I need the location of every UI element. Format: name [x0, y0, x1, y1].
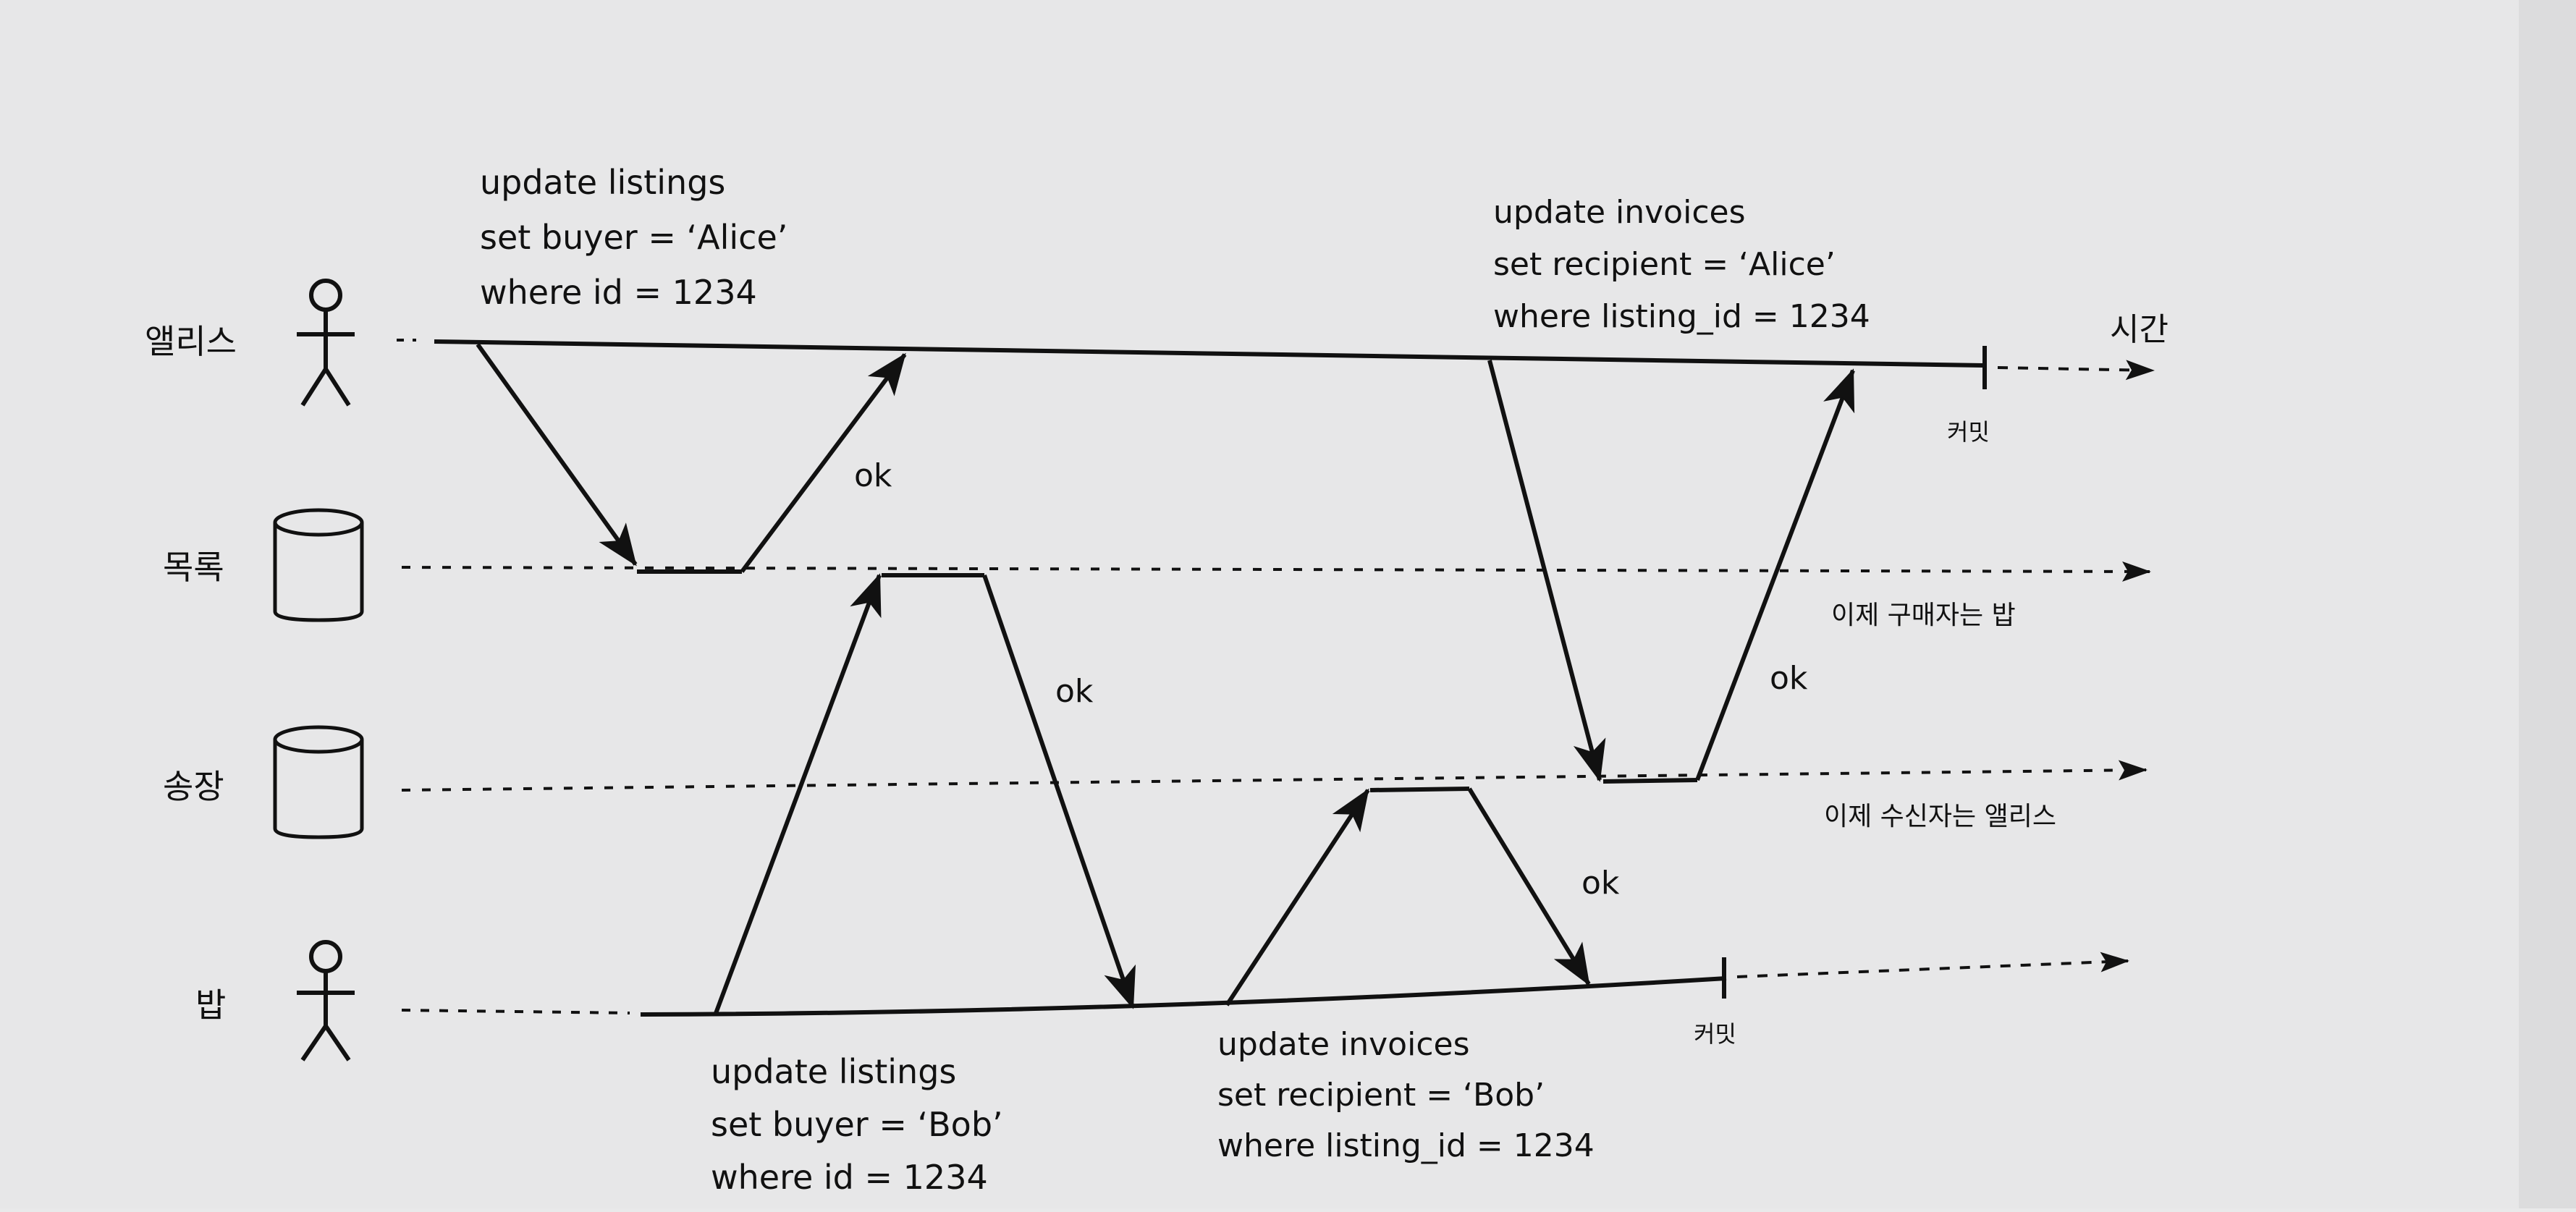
ok-label-alice-invoices: ok [1770, 660, 1808, 697]
query-line: where listing_id = 1234 [1217, 1127, 1595, 1164]
bob-query-invoices: update invoices set recipient = ‘Bob’ wh… [1217, 1026, 1595, 1164]
invoices-note: 이제 수신자는 앨리스 [1824, 802, 2056, 831]
query-line: update invoices [1493, 194, 1746, 231]
ok-label-bob-invoices: ok [1582, 865, 1620, 902]
query-line: where listing_id = 1234 [1493, 298, 1870, 335]
listings-timeline [401, 561, 2151, 582]
query-line: update invoices [1217, 1026, 1470, 1063]
bob-timeline [401, 952, 2129, 1017]
query-line: set recipient = ‘Alice’ [1493, 246, 1836, 283]
bob-listings-exchange [713, 573, 1136, 1017]
actor-label-bob: 밥 [195, 986, 226, 1025]
listings-database-icon [273, 508, 364, 622]
invoices-database-icon [273, 725, 364, 839]
alice-invoices-exchange [1487, 360, 1855, 784]
ok-label-alice-listings: ok [854, 457, 892, 494]
alice-timeline [397, 339, 2155, 389]
query-line: update listings [480, 163, 725, 202]
actor-label-alice: 앨리스 [145, 322, 237, 361]
bob-query-listings: update listings set buyer = ‘Bob’ where … [711, 1052, 1003, 1197]
query-line: where id = 1234 [711, 1158, 988, 1197]
alice-query-listings: update listings set buyer = ‘Alice’ wher… [480, 163, 787, 312]
time-label: 시간 [2110, 311, 2169, 348]
query-line: set recipient = ‘Bob’ [1217, 1077, 1545, 1114]
alice-query-invoices: update invoices set recipient = ‘Alice’ … [1493, 194, 1870, 335]
query-line: update listings [711, 1052, 956, 1091]
query-line: set buyer = ‘Alice’ [480, 218, 787, 257]
alice-commit-label: 커밋 [1947, 418, 1990, 446]
actor-label-listings: 목록 [163, 548, 224, 587]
listings-note: 이제 구매자는 밥 [1831, 601, 2016, 630]
bob-commit-label: 커밋 [1694, 1020, 1736, 1048]
query-line: set buyer = ‘Bob’ [711, 1105, 1003, 1144]
actor-label-invoices: 송장 [163, 767, 224, 806]
bob-stick-figure-icon [297, 940, 355, 1061]
query-line: where id = 1234 [480, 273, 757, 312]
alice-listings-exchange [476, 343, 907, 574]
ok-label-bob-listings: ok [1055, 673, 1094, 710]
alice-stick-figure-icon [297, 279, 355, 407]
page-right-edge [2519, 0, 2576, 1208]
invoices-timeline [401, 760, 2148, 792]
bob-invoices-exchange [1225, 787, 1591, 1007]
